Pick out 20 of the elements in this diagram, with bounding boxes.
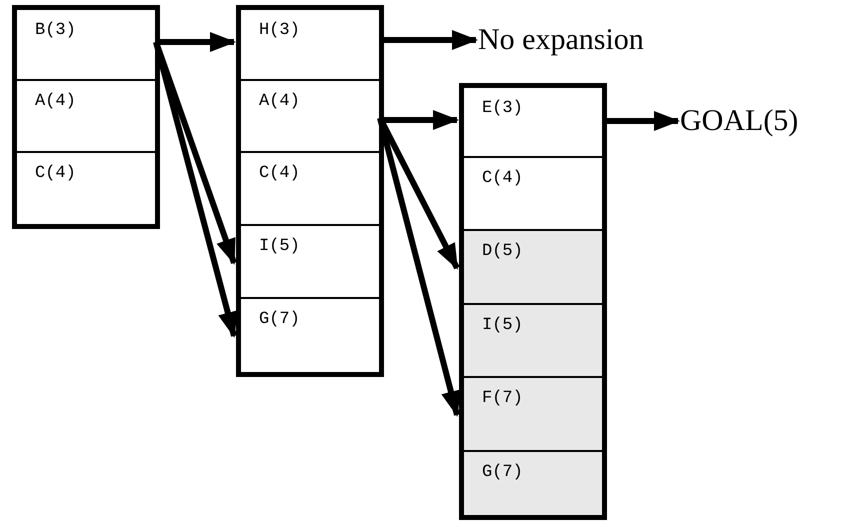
stack-box: [12, 5, 160, 229]
list-cell: A(4): [241, 81, 379, 153]
list-cell: D(5): [464, 231, 602, 305]
list-cell: B(3): [17, 10, 155, 81]
list-cell: C(4): [17, 153, 155, 224]
list-cell: H(3): [241, 10, 379, 81]
list-cell: G(7): [464, 452, 602, 515]
list-cell: I(5): [241, 226, 379, 299]
result-label: No expansion: [478, 22, 644, 58]
arrow: [153, 41, 238, 338]
list-cell: E(3): [464, 88, 602, 158]
stack-box: [459, 83, 607, 520]
result-label: GOAL(5): [680, 102, 798, 140]
stack-box: [236, 5, 384, 377]
arrow: [377, 117, 461, 417]
list-cell: I(5): [464, 305, 602, 378]
list-cell: C(4): [241, 153, 379, 226]
list-cell: F(7): [464, 378, 602, 452]
list-cell: A(4): [17, 81, 155, 153]
list-cell: G(7): [241, 299, 379, 372]
